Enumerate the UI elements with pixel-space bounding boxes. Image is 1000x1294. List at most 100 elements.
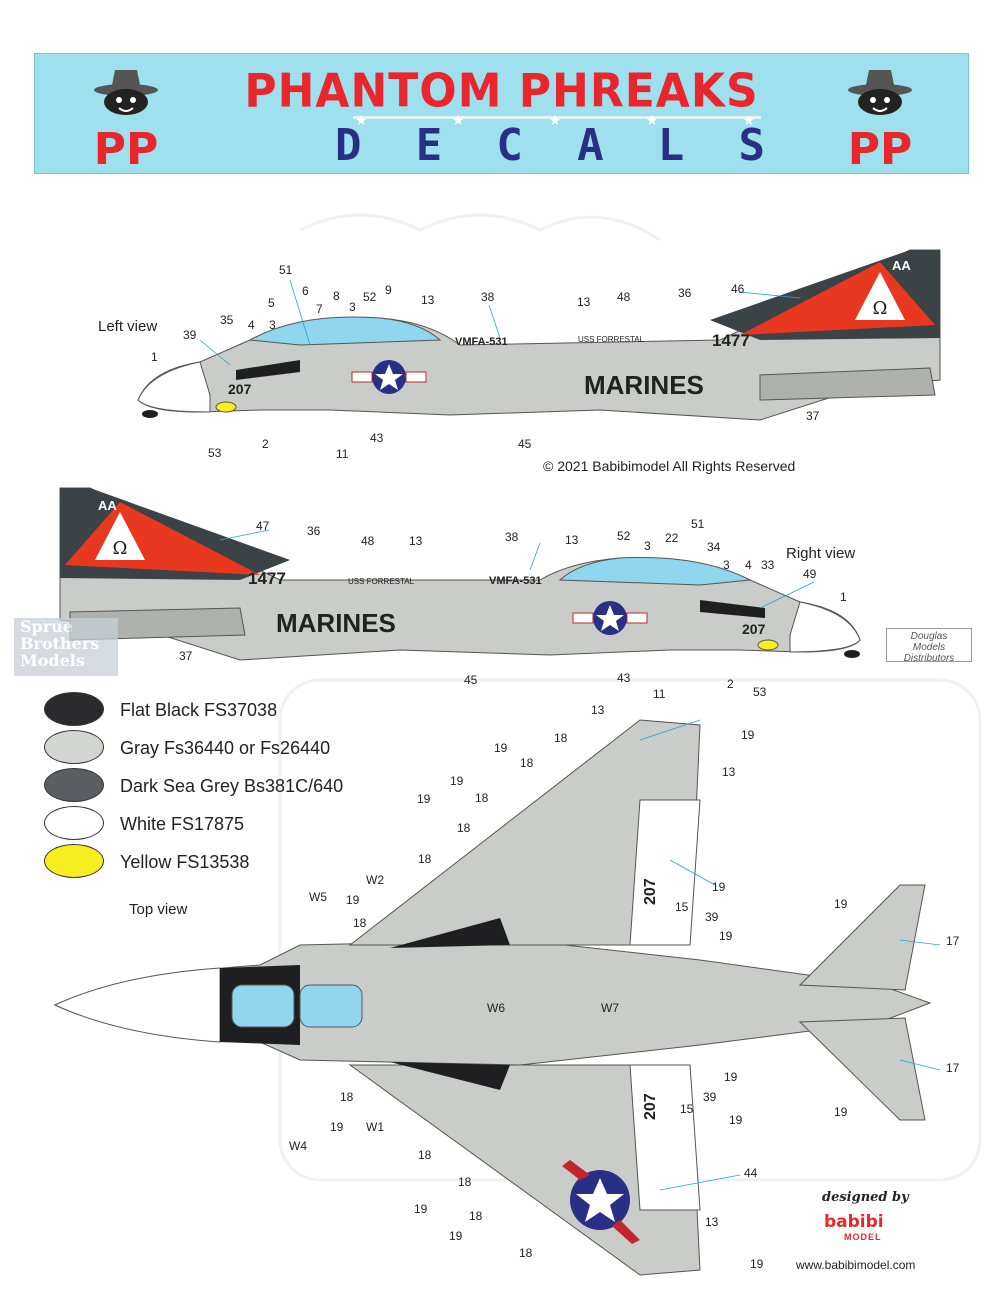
callout-number: 13 (565, 533, 579, 547)
callout-number: 19 (330, 1120, 344, 1134)
distributor-logo: Douglas Models Distributors (886, 628, 972, 664)
right-tail-code: AA (98, 498, 117, 513)
left-modex: 207 (228, 381, 252, 397)
callout-number: 19 (494, 741, 508, 755)
mascot-monogram-right: PP (848, 124, 913, 170)
callout-number: 45 (464, 673, 478, 687)
callout-number: 46 (731, 282, 745, 296)
right-service-marking: MARINES (276, 608, 396, 638)
left-bureau-number: 1477 (712, 331, 750, 350)
callout-number: 48 (361, 534, 375, 548)
callout-number: 44 (744, 1166, 758, 1180)
callout-number: 18 (554, 731, 568, 745)
callout-number: 7 (316, 302, 323, 316)
callout-number: 39 (703, 1090, 717, 1104)
callout-number: 3 (349, 300, 356, 314)
callout-number: 18 (458, 1175, 472, 1189)
subtitle-letter: C (496, 120, 523, 171)
left-ship-marking: USS FORRESTAL (578, 335, 645, 344)
callout-number: W7 (601, 1001, 619, 1015)
banner-stars: ★★★★★ (355, 112, 755, 128)
right-view-aircraft: Ω AA VMFA-531 USS FORRESTAL 1477 MARINES… (59, 487, 861, 661)
callout-number: 18 (418, 852, 432, 866)
callout-number: 4 (248, 318, 255, 332)
callout-number: 22 (665, 531, 679, 545)
callout-number: 13 (705, 1215, 719, 1229)
legend-label: Flat Black FS37038 (120, 700, 278, 720)
callout-number: 13 (591, 703, 605, 717)
callout-number: 6 (302, 284, 309, 298)
distributor-line: Douglas (910, 631, 948, 642)
right-ship-marking: USS FORRESTAL (348, 577, 415, 586)
left-tail-code: AA (892, 258, 911, 273)
header-banner: PP PHANTOM PHREAKS ★★★★★ D E C A L S PP (34, 53, 969, 175)
callout-number: 13 (409, 534, 423, 548)
legend-swatch (44, 844, 104, 878)
callout-number: 15 (675, 900, 689, 914)
copyright-notice: © 2021 Babibimodel All Rights Reserved (543, 458, 796, 474)
mascot-monogram-left: PP (94, 124, 159, 170)
callout-number: 39 (705, 910, 719, 924)
callout-number: 52 (363, 290, 377, 304)
mascot-logo-left: PP (81, 66, 171, 175)
right-modex: 207 (742, 621, 766, 637)
callout-number: 3 (269, 318, 276, 332)
callout-number: W2 (366, 873, 384, 887)
callout-number: 17 (946, 934, 960, 948)
callout-number: 51 (691, 517, 705, 531)
callout-number: 19 (414, 1202, 428, 1216)
right-bureau-number: 1477 (248, 569, 286, 588)
callout-number: 2 (262, 437, 269, 451)
right-unit-marking: VMFA-531 (489, 575, 542, 587)
callout-number: 37 (179, 649, 193, 663)
callout-number: 34 (707, 540, 721, 554)
callout-number: 18 (469, 1209, 483, 1223)
top-modex-lower: 207 (642, 1093, 659, 1120)
watermark-line: Brothers (20, 634, 100, 653)
callout-number: 9 (385, 283, 392, 297)
callout-number: 37 (806, 409, 820, 423)
callout-number: 19 (741, 728, 755, 742)
callout-number: 43 (370, 431, 384, 445)
callout-number: 8 (333, 289, 340, 303)
mascot-logo-right: PP (835, 66, 925, 175)
distributor-line: Models (912, 642, 946, 653)
callout-number: 19 (834, 1105, 848, 1119)
designed-by-label: designed by (822, 1190, 909, 1205)
subtitle-letter: D (335, 120, 362, 171)
callout-number: 45 (518, 437, 532, 451)
callout-number: 3 (644, 539, 651, 553)
website-link[interactable]: www.babibimodel.com (796, 1258, 916, 1272)
callout-number: 18 (519, 1246, 533, 1260)
babibi-logo: babibi (824, 1212, 884, 1232)
callout-number: W6 (487, 1001, 505, 1015)
callout-number: W1 (366, 1120, 384, 1134)
callout-number: 15 (680, 1102, 694, 1116)
callout-number: 48 (617, 290, 631, 304)
callout-number: 5 (268, 296, 275, 310)
banner-rule (353, 116, 761, 119)
callout-number: 52 (617, 529, 631, 543)
callout-number: 13 (722, 765, 736, 779)
callout-number: 19 (750, 1257, 764, 1271)
callout-number: 18 (520, 756, 534, 770)
top-view-aircraft: 207 207 (53, 719, 932, 1276)
callout-number: 39 (183, 328, 197, 342)
legend-swatch (44, 806, 104, 840)
callout-number: 19 (449, 1229, 463, 1243)
left-unit-marking: VMFA-531 (455, 336, 508, 348)
callout-number: 3 (723, 558, 730, 572)
callout-number: 18 (353, 916, 367, 930)
callout-number: 18 (475, 791, 489, 805)
callout-number: 49 (803, 567, 817, 581)
svg-text:Ω: Ω (113, 538, 128, 559)
callout-number: 11 (653, 687, 666, 701)
top-view-label: Top view (129, 901, 188, 918)
left-view-label: Left view (98, 318, 158, 335)
watermark-logo: Sprue Brothers Models (14, 618, 118, 676)
callout-number: W4 (289, 1139, 307, 1153)
babibi-logo-sub: MODEL (844, 1232, 882, 1242)
banner-title: PHANTOM PHREAKS (244, 64, 759, 119)
watermark-line: Sprue (20, 617, 73, 636)
callout-number: 13 (421, 293, 435, 307)
